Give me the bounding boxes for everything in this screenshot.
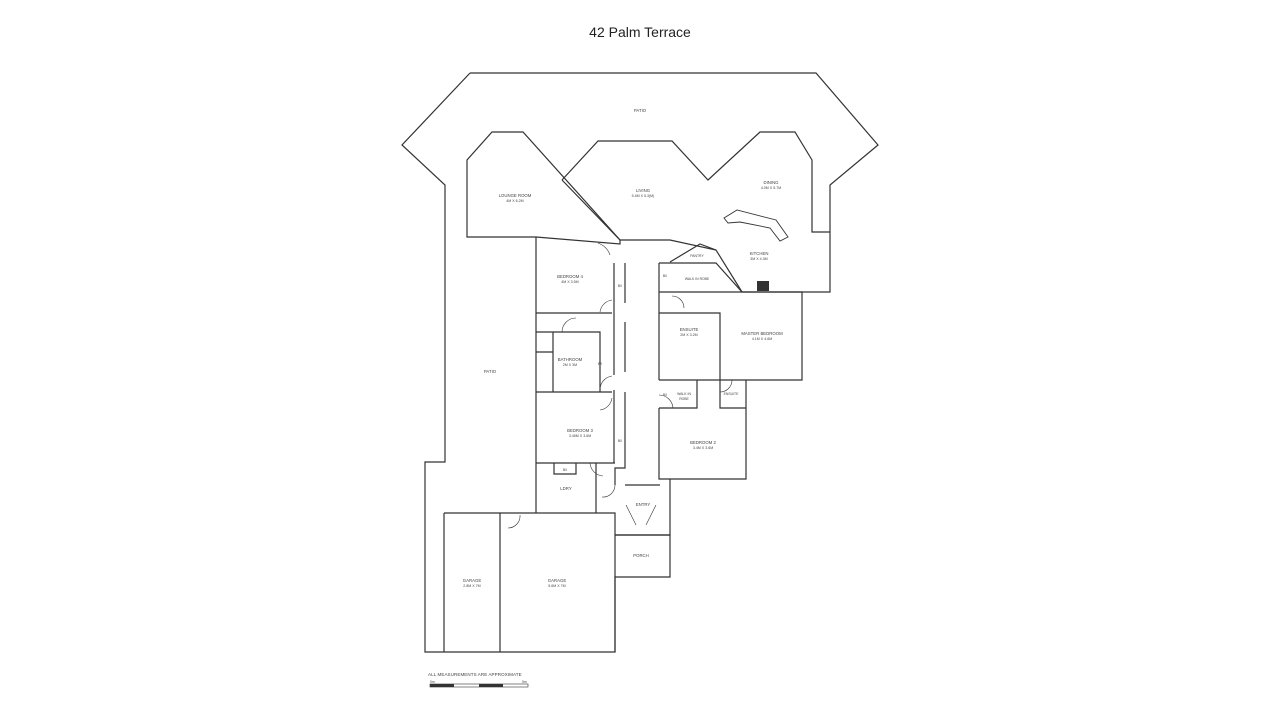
label-kitchen: KITCHEN (750, 251, 769, 256)
label-wir2-line1: WALK IN (677, 392, 691, 396)
label-bathroom-dims: 2M X 3M (563, 363, 577, 367)
label-living: LIVING (636, 188, 651, 193)
measurement-note: ALL MEASUREMENTS ARE APPROXIMATE (428, 672, 522, 677)
scale-mark-end: 5m (522, 680, 527, 684)
label-dining-dims: 4.0M X 5.7M (761, 186, 781, 190)
label-cupboard-5: B/I (663, 274, 667, 278)
patio-outline (470, 72, 879, 293)
label-bathroom: BATHROOM (558, 357, 583, 362)
pantry-walls (669, 243, 717, 263)
kitchen-bench (723, 209, 789, 242)
label-bedroom4-dims: 4M X 3.5M (561, 280, 578, 284)
label-patio-side: PATIO (484, 369, 497, 374)
label-ensuite-dims: 2M X 3.2M (680, 333, 697, 337)
label-cupboard-2: B/I (598, 362, 602, 366)
label-cupboard-4: B/I (563, 468, 567, 472)
label-master: MASTER BEDROOM (741, 331, 783, 336)
label-bedroom2-dims: 3.4M X 3.6M (693, 446, 713, 450)
label-patio-top: PATIO (634, 108, 647, 113)
label-bedroom4: BEDROOM 4 (557, 274, 583, 279)
label-living-dims: 5.4M X 5.3(M) (632, 194, 655, 198)
label-garage1-dims: 2.8M X 7M (463, 584, 480, 588)
hallway-walls (613, 263, 626, 485)
label-laundry: LDRY (560, 486, 572, 491)
laundry-walls (553, 463, 597, 513)
label-wir2-line2: ROBE (679, 397, 689, 401)
bathroom-walls (536, 331, 601, 392)
label-master-dims: 4.1M X 4.6M (752, 337, 772, 341)
label-dining: DINING (763, 180, 779, 185)
label-entry: ENTRY (636, 502, 651, 507)
label-lounge: LOUNGE ROOM (499, 193, 532, 198)
label-cupboard-6: B/I (663, 393, 667, 397)
label-ensuite2: ENSUITE (724, 392, 739, 396)
label-cupboard-1: B/I (618, 284, 622, 288)
living-dining-walls (561, 131, 830, 293)
label-cupboard-3: B/I (618, 439, 622, 443)
scale-bar: 0m 5m (429, 680, 529, 688)
label-porch: PORCH (633, 553, 649, 558)
lounge-walls (466, 131, 621, 245)
door-swings (507, 242, 733, 529)
scale-mark-start: 0m (430, 680, 435, 684)
label-pantry: PANTRY (690, 254, 704, 258)
label-bedroom3-dims: 3.45M X 3.6M (569, 434, 591, 438)
label-kitchen-dims: 3M X 4.3M (750, 257, 767, 261)
label-bedroom2: BEDROOM 2 (690, 440, 716, 445)
left-wing-walls (443, 237, 616, 652)
right-wing-walls (615, 262, 803, 536)
label-garage2-dims: 5.6M X 7M (548, 584, 565, 588)
label-walk-in-robe: WALK IN ROBE (685, 277, 710, 281)
kitchen-cooktop (757, 281, 769, 291)
label-lounge-dims: 4M X 6.2M (506, 199, 523, 203)
entry-walls (615, 484, 670, 536)
ensuite-walls (659, 312, 746, 409)
label-garage1: GARAGE (463, 578, 482, 583)
label-ensuite: ENSUITE (680, 327, 699, 332)
label-garage2: GARAGE (548, 578, 567, 583)
patio-left-outline (401, 72, 671, 653)
label-bedroom3: BEDROOM 3 (567, 428, 593, 433)
plan-title: 42 Palm Terrace (589, 24, 691, 40)
